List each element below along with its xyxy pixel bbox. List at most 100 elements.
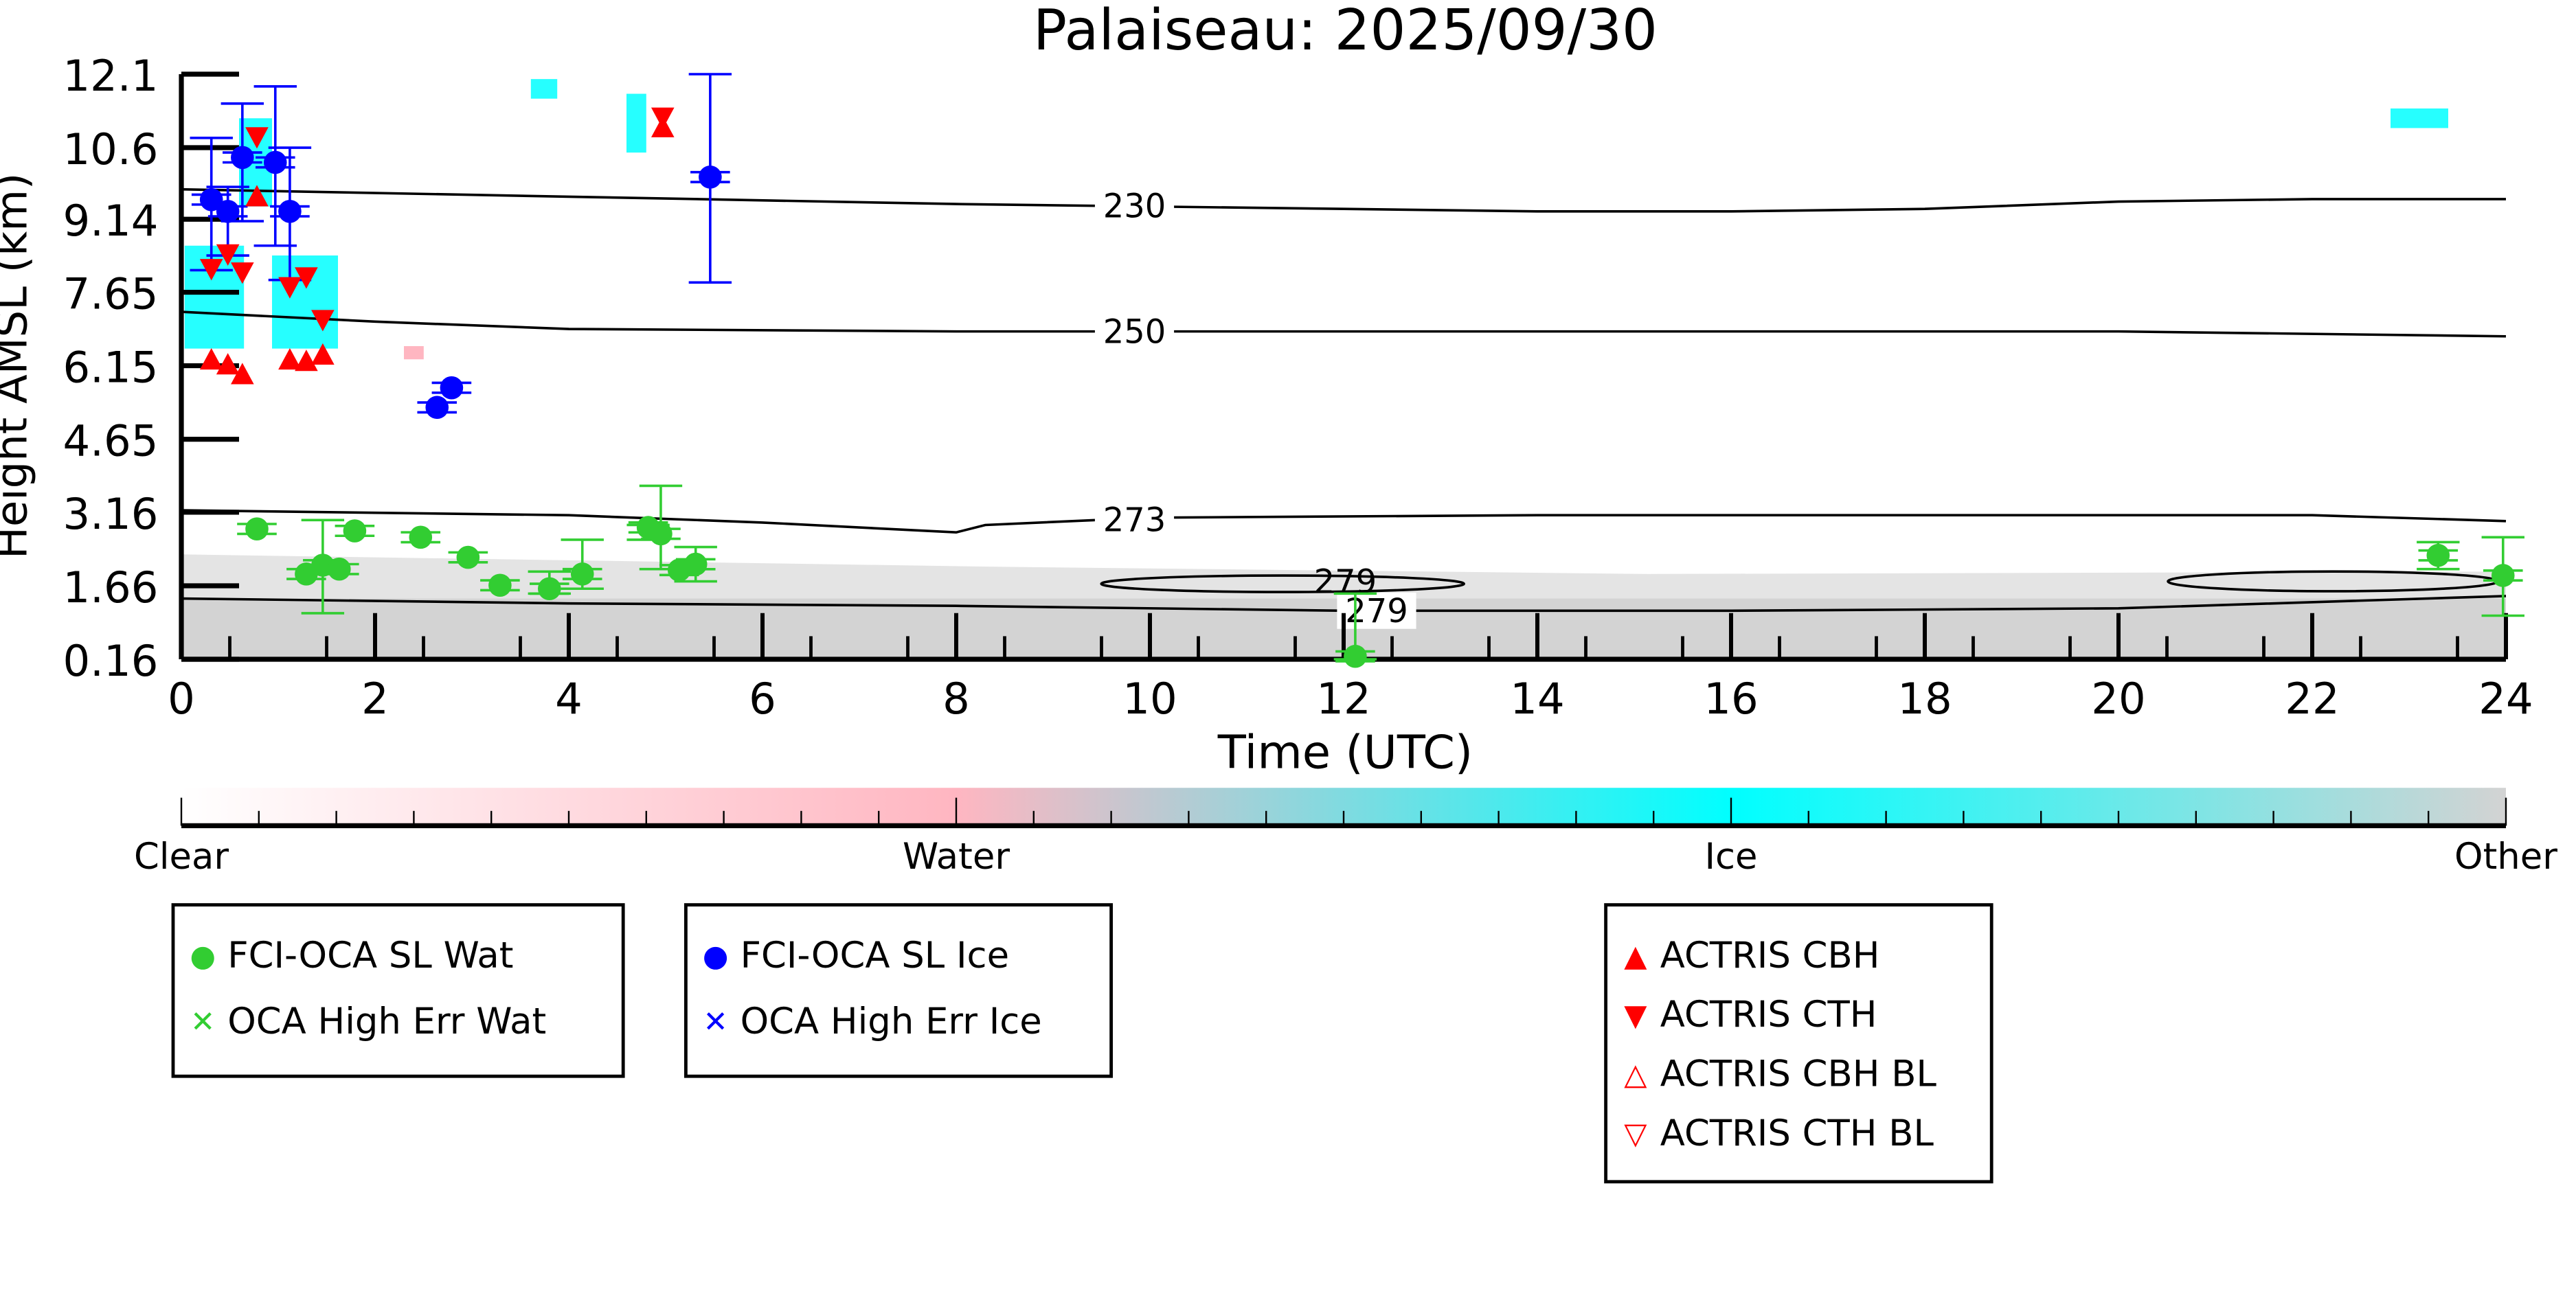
water-point [328,557,351,581]
contour-label-bg [1094,501,1175,538]
cth-point [199,259,223,281]
water-point [245,517,269,540]
water-point [2426,543,2450,567]
contour-line [181,509,2507,534]
cth-point [278,277,302,299]
water-cloud-region [404,346,424,360]
data-markers [190,73,2524,668]
legend-actris: ▲ ACTRIS CBH ▼ ACTRIS CTH △ ACTRIS CBH BL ▽… [1604,903,1993,1184]
circle-marker-icon: ● [702,939,729,974]
y-tick-label: 7.65 [63,269,158,319]
legend-label: ACTRIS CBH BL [1660,1055,1936,1097]
legend-item: ✕ OCA High Err Wat [188,1002,547,1044]
ice-point [440,376,464,400]
ice-cloud-region [530,79,558,99]
water-point [570,562,594,586]
triangle-up-icon: ▲ [1624,939,1647,974]
legend-ice: ● FCI-OCA SL Ice ✕ OCA High Err Ice [684,903,1114,1078]
ice-point [278,199,302,223]
y-tick-label: 4.65 [63,416,158,466]
legend-label: FCI-OCA SL Wat [227,936,514,978]
water-point [409,525,433,549]
cth-point [231,262,254,284]
cth-point [216,244,240,266]
colorbar-label: Other [2454,836,2557,878]
water-point [2491,564,2515,587]
x-axis-label: Time (UTC) [1217,725,1473,779]
cbh-point [216,353,240,375]
legend-label: ACTRIS CBH [1660,936,1880,978]
legend-label: OCA High Err Wat [227,1002,547,1044]
colorbar-label: Clear [134,836,229,878]
contour-line [181,187,2507,213]
contour-loop [1100,574,1466,593]
legend-label: FCI-OCA SL Ice [740,936,1010,978]
cbh-point [311,343,335,365]
ice-point [216,199,240,223]
legend-label: ACTRIS CTH BL [1660,1114,1934,1156]
y-axis-label: Height AMSL (km) [0,173,36,559]
ice-point [231,146,254,170]
y-tick-label: 12.1 [63,51,158,101]
x-tick-label: 14 [1510,674,1564,724]
water-point [538,577,561,601]
legend-water: ● FCI-OCA SL Wat ✕ OCA High Err Wat [171,903,625,1078]
legend-label: ACTRIS CTH [1660,995,1877,1037]
cbh-point [199,347,223,370]
x-tick-label: 16 [1704,674,1758,724]
contour-label: 273 [1103,501,1166,540]
ice-cloud-region [626,93,646,153]
ice-cloud-region [2391,108,2449,128]
x-tick-label: 22 [2285,674,2339,724]
ice-point [699,166,722,189]
y-tick-label: 6.15 [63,343,158,393]
x-tick-label: 4 [555,674,583,724]
cth-point [295,267,318,289]
x-tick-label: 18 [1897,674,1952,724]
cth-point [651,107,675,129]
chart-title: Palaiseau: 2025/09/30 [1033,0,1658,63]
water-point [1344,644,1367,668]
water-point [683,552,708,576]
y-tick-label: 3.16 [63,489,158,539]
legend-item: ▼ ACTRIS CTH [1620,996,1877,1037]
contour-label: 279 [1314,562,1377,601]
x-tick-label: 24 [2478,674,2533,724]
cth-point [245,127,269,149]
water-point [343,519,367,543]
colorbar-label: Ice [1704,836,1757,878]
cbh-point [231,363,254,385]
x-tick-label: 6 [749,674,776,724]
x-tick-label: 12 [1316,674,1370,724]
y-tick-label: 9.14 [63,196,158,246]
legend-item: ▽ACTRIS CTH BL [1620,1114,1934,1155]
x-tick-label: 0 [168,674,195,724]
circle-marker-icon: ● [190,939,216,974]
x-tick-label: 8 [942,674,970,724]
ice-point [263,150,287,174]
contour-label: 230 [1103,187,1166,226]
legend-label: OCA High Err Ice [740,1002,1042,1044]
legend-item: ✕ OCA High Err Ice [701,1002,1042,1044]
cth-point [311,310,335,332]
triangle-down-icon: ▼ [1624,999,1647,1034]
triangle-up-outline-icon: △ [1624,1058,1647,1093]
water-point [456,545,480,569]
y-tick-label: 10.6 [63,124,158,174]
contour-label-bg [1094,187,1175,225]
contour-line [181,310,2507,338]
y-tick-label: 0.16 [63,636,158,686]
x-marker-icon: ✕ [190,1005,216,1040]
legend-item: ● FCI-OCA SL Wat [188,936,514,978]
x-tick-label: 20 [2091,674,2145,724]
x-marker-icon: ✕ [703,1005,728,1040]
ice-point [425,396,449,420]
cbh-point [245,185,269,207]
x-tick-label: 10 [1122,674,1177,724]
contour-label-bg [1094,313,1175,350]
contour-label: 250 [1103,312,1166,351]
y-tick-label: 1.66 [63,562,158,613]
